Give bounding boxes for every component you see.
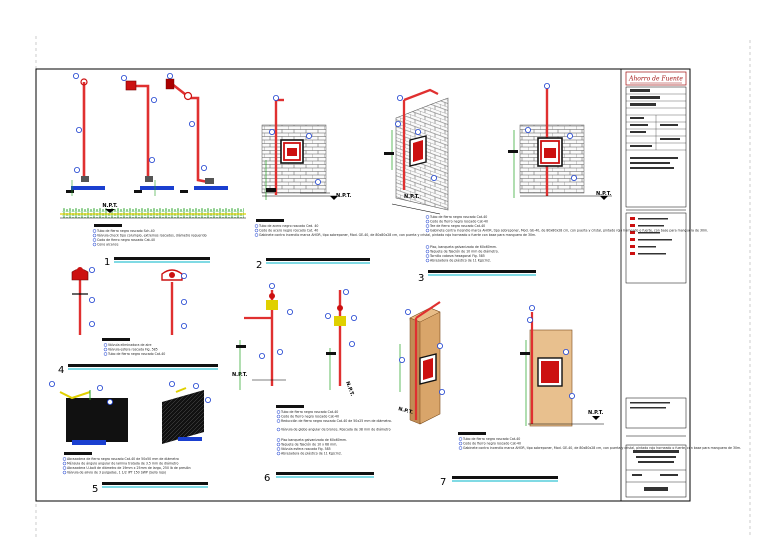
detail-number-6: 6 — [264, 473, 270, 484]
detail-number-1: 1 — [104, 257, 110, 268]
svg-text:Codo de fierro negro roscado C: Codo de fierro negro roscado Cat-40 — [463, 442, 521, 446]
level-label-7b: N.P.T. — [588, 410, 603, 416]
svg-text:Válvula check tipo columpio, e: Válvula check tipo columpio, extremos ro… — [97, 234, 207, 238]
svg-text:Tubo de fierro negro roscado C: Tubo de fierro negro roscado Cat-40 — [462, 437, 520, 441]
drawing-frame — [35, 68, 691, 502]
svg-text:Abrazadera de fierro negro ros: Abrazadera de fierro negro roscado Cat-4… — [67, 457, 179, 461]
svg-text:Gabinete contra incendio marca: Gabinete contra incendio marca AHOR, tip… — [463, 446, 741, 450]
level-label-7a: N.P.T. — [397, 406, 413, 416]
detail-5-notes: Abrazadera de fierro negro roscado Cat-4… — [62, 452, 208, 495]
svg-text:Taquete de fijación de 10 x 68: Taquete de fijación de 10 x 68 mm. — [280, 443, 337, 447]
svg-text:Tornillo cabeza hexagonal Fig.: Tornillo cabeza hexagonal Fig. 585 — [429, 254, 485, 258]
svg-text:Abrazadera de plástico de 11 K: Abrazadera de plástico de 11 Kg/cm2. — [430, 259, 491, 263]
svg-text:Abrazadera de plástico de 11 K: Abrazadera de plástico de 11 Kg/cm2. — [281, 452, 342, 456]
company-logo: Ahorro de Fuente — [628, 76, 683, 83]
level-label-6b: N.P.T. — [344, 381, 355, 398]
svg-text:Piso banqueta galvanizado de 6: Piso banqueta galvanizado de 60x60mm. — [281, 438, 347, 442]
svg-text:Gabinete contra incendio marca: Gabinete contra incendio marca AHOR, tip… — [259, 233, 536, 237]
svg-text:Abrazadera U-bolt de diámetro: Abrazadera U-bolt de diámetro de 19mm x … — [67, 466, 191, 470]
detail-2-notes: Tubo de acero negro roscado Ced. 40 Codo… — [254, 219, 536, 271]
detail-3-isometric-cabinet: N.P.T. — [384, 88, 449, 215]
svg-text:Tubo de fierro negro roscado C: Tubo de fierro negro roscado Cat-40 — [280, 410, 338, 414]
title-block: Ahorro de Fuente — [625, 71, 687, 498]
svg-text:Tubo de fierro negro roscado S: Tubo de fierro negro roscado Sch-40 — [96, 229, 155, 233]
svg-text:Reducción de fierro negro rosc: Reducción de fierro negro roscado Cat-40… — [281, 419, 392, 423]
svg-text:Gabinete contra incendio marca: Gabinete contra incendio marca AHOR, tip… — [430, 229, 708, 233]
detail-4-air-valves — [71, 266, 187, 335]
detail-number-3: 3 — [418, 273, 424, 284]
level-label-1: N.P.T. — [102, 203, 117, 209]
detail-4-notes: Válvula eliminadora de aire Válvula esfe… — [58, 338, 218, 376]
detail-3-notes: Tubo de fierro negro roscado Cat-40 Codo… — [418, 215, 708, 284]
detail-6-hydrant-risers: N.P.T. N.P.T. — [232, 282, 357, 398]
svg-text:Cono alcance: Cono alcance — [97, 243, 118, 247]
detail-2-brick-cabinet: N.P.T. — [261, 95, 351, 200]
svg-text:Taquete de fijación de 10 mm d: Taquete de fijación de 10 mm de diámetro… — [429, 250, 499, 254]
detail-number-2: 2 — [256, 260, 262, 271]
svg-text:Codo de fierro negro roscado C: Codo de fierro negro roscado Cat-40 — [281, 415, 339, 419]
svg-text:Válvula eliminadora de aire: Válvula eliminadora de aire — [108, 343, 152, 347]
svg-text:Tee de fierro negro roscado Ca: Tee de fierro negro roscado Cat-40 — [429, 224, 485, 228]
detail-3-front-cabinet: N.P.T. — [508, 83, 612, 200]
level-label-3a: N.P.T. — [404, 194, 419, 200]
svg-text:Válvula de alivio de 3 pulgada: Válvula de alivio de 3 pulgadas, 1 1/2 I… — [67, 471, 166, 475]
detail-1-risers: N.P.T. — [60, 73, 246, 219]
svg-text:Válvula esfera roscada Fig. 58: Válvula esfera roscada Fig. 585 — [108, 348, 158, 352]
svg-text:Válvula esfera roscada Fig. 58: Válvula esfera roscada Fig. 585 — [281, 447, 331, 451]
svg-text:Tubo de acero negro roscado Ce: Tubo de acero negro roscado Ced. 40 — [258, 224, 318, 228]
detail-number-5: 5 — [92, 484, 98, 495]
detail-7-column-cabinets: N.P.T. N.P.T. — [397, 301, 604, 427]
level-label-3b: N.P.T. — [596, 191, 611, 197]
svg-text:Tubo de fierro negro roscado C: Tubo de fierro negro roscado Cat-40 — [107, 352, 165, 356]
detail-6-notes: Tubo de fierro negro roscado Cat-40 Codo… — [264, 405, 392, 484]
detail-7-notes: Tubo de fierro negro roscado Cat-40 Codo… — [440, 432, 741, 488]
level-label-2: N.P.T. — [336, 193, 351, 199]
svg-text:Tubo de fierro negro roscado C: Tubo de fierro negro roscado Cat-40 — [429, 215, 487, 219]
svg-text:Piso, banqueta galvanizado de: Piso, banqueta galvanizado de 60x60mm. — [430, 245, 497, 249]
detail-number-7: 7 — [440, 477, 446, 488]
svg-text:Ménsula de ángulo angular de l: Ménsula de ángulo angular de lamina trat… — [67, 462, 179, 466]
svg-text:Codo de fierro negro roscado C: Codo de fierro negro roscado Cat-40 — [430, 220, 488, 224]
svg-text:Codo de acero negro roscado Ca: Codo de acero negro roscado Cat. 40 — [259, 229, 318, 233]
detail-number-4: 4 — [58, 365, 64, 376]
svg-text:Válvula de globo angular de br: Válvula de globo angular de bronce. Rosc… — [281, 428, 391, 432]
detail-5-brackets — [49, 380, 211, 445]
svg-text:Codo de fierro negro roscado C: Codo de fierro negro roscado Cat-40 — [97, 238, 155, 242]
detail-1-notes: Tubo de fierro negro roscado Sch-40 Válv… — [92, 224, 210, 268]
